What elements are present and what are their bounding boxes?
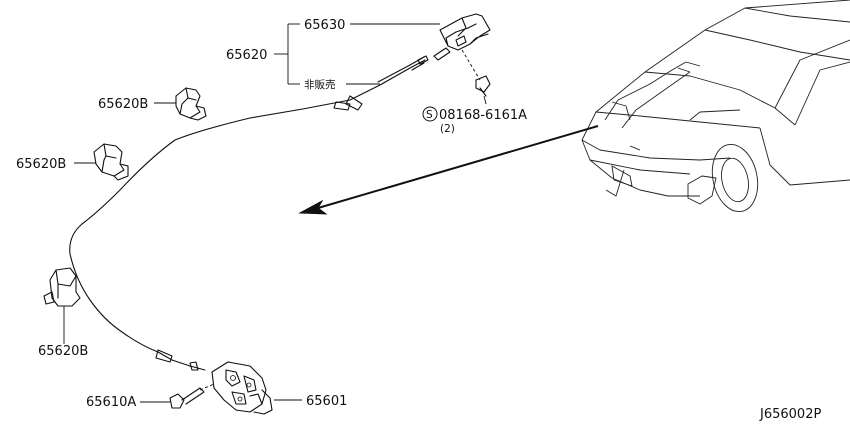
diagram-id: J656002P: [759, 407, 821, 422]
label-65630: 65630: [304, 18, 345, 33]
clip-65620b-bottom: [43, 267, 81, 307]
label-clip-middle: 65620B: [16, 157, 66, 172]
leader-lines: [63, 23, 487, 403]
hood-release-cable: [69, 56, 426, 371]
label-65620: 65620: [226, 48, 267, 63]
clip-65620b-top: [175, 87, 207, 121]
car-illustration: [581, 0, 850, 213]
part-labels: 65630 65620 非販売 S 08168-6161A (2) 65620B…: [16, 18, 821, 422]
hood-lock-part: [211, 361, 273, 415]
bolt-prefix: S: [426, 109, 433, 121]
clip-65620b-middle: [93, 143, 129, 181]
release-handle-part: [417, 13, 491, 97]
direction-arrow: [298, 125, 599, 215]
label-not-for-sale: 非販売: [304, 78, 336, 91]
label-clip-bottom: 65620B: [38, 344, 88, 359]
bolt-65610a: [169, 383, 215, 409]
label-65610a: 65610A: [86, 395, 136, 410]
label-clip-top: 65620B: [98, 97, 148, 112]
screw-symbol-icon: [422, 106, 438, 122]
label-bolt-code: 08168-6161A: [439, 108, 527, 123]
label-bolt-qty: (2): [440, 123, 455, 135]
label-65601: 65601: [306, 394, 347, 409]
